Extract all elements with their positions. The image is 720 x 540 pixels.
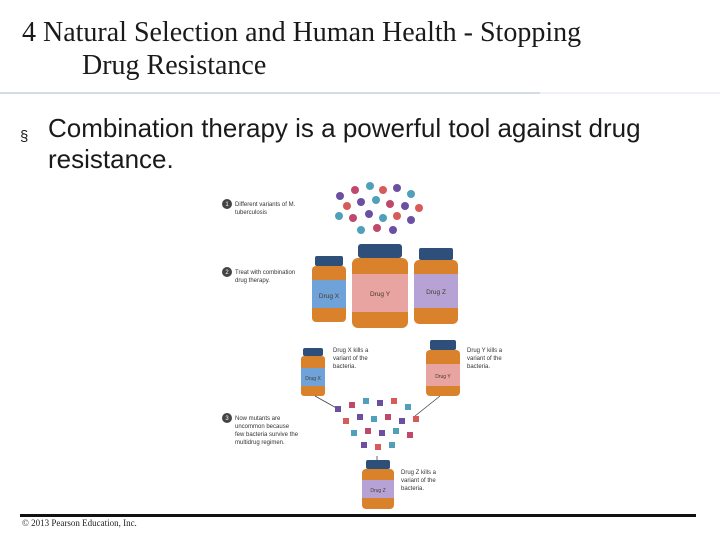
drug-z-kills-caption: Drug Z kills a variant of the bacteria. — [401, 470, 437, 492]
arrows — [315, 396, 440, 468]
slide-title: 4 Natural Selection and Human Health - S… — [22, 16, 702, 82]
step3-caption: 3 Now mutants are uncommon because few b… — [222, 413, 299, 446]
title-rule — [0, 92, 720, 94]
drug-z-small-bottle: Drug Z — [362, 460, 394, 509]
step2-line1: Treat with combination — [235, 270, 295, 276]
step2-caption: 2 Treat with combination drug therapy. — [222, 267, 295, 284]
drug-z-small-label: Drug Z — [370, 488, 385, 494]
step1-caption: 1 Different variants of M. tuberculosis — [222, 199, 296, 216]
drug-y-kills-caption: Drug Y kills a variant of the bacteria. — [467, 348, 503, 370]
bacteria-cluster-treated — [335, 398, 419, 450]
drug-z-bottle: Drug Z — [414, 248, 458, 324]
drug-x-kills-caption: Drug X kills a variant of the bacteria. — [333, 348, 369, 370]
drug-x-small-bottle: Drug X — [301, 348, 325, 396]
bullet-marker: § — [20, 121, 28, 152]
svg-text:multidrug regimen.: multidrug regimen. — [235, 440, 285, 446]
drug-y-small-bottle: Drug Y — [426, 340, 460, 396]
step1-line1: Different variants of M. — [235, 202, 296, 208]
svg-text:uncommon because: uncommon because — [235, 424, 290, 430]
svg-text:bacteria.: bacteria. — [401, 486, 424, 492]
drug-x-label: Drug X — [319, 293, 340, 300]
drug-x-bottle: Drug X — [312, 256, 346, 322]
drug-y-bottle: Drug Y — [352, 244, 408, 328]
svg-text:Drug Y kills a: Drug Y kills a — [467, 348, 503, 354]
svg-text:few bacteria survive the: few bacteria survive the — [235, 432, 299, 438]
drug-y-small-label: Drug Y — [435, 374, 451, 380]
svg-text:variant of the: variant of the — [333, 356, 368, 362]
svg-text:Drug X kills a: Drug X kills a — [333, 348, 369, 354]
svg-text:bacteria.: bacteria. — [333, 364, 356, 370]
svg-text:variant of the: variant of the — [467, 356, 502, 362]
bullet-item: § Combination therapy is a powerful tool… — [20, 113, 700, 175]
svg-text:variant of the: variant of the — [401, 478, 436, 484]
drug-x-small-label: Drug X — [305, 376, 321, 382]
drug-z-label: Drug Z — [426, 289, 446, 296]
step2-line2: drug therapy. — [235, 278, 270, 284]
combination-therapy-figure: 1 Different variants of M. tuberculosis … — [215, 178, 525, 514]
step1-line2: tuberculosis — [235, 210, 267, 216]
bacteria-cluster-initial — [335, 182, 423, 234]
footer-rule — [20, 514, 696, 517]
slide-title-line1: 4 Natural Selection and Human Health - S… — [22, 17, 581, 48]
svg-text:Drug Z kills a: Drug Z kills a — [401, 470, 437, 476]
copyright-text: © 2013 Pearson Education, Inc. — [22, 518, 137, 528]
drug-y-label: Drug Y — [370, 291, 391, 298]
slide-title-line2: Drug Resistance — [22, 49, 702, 82]
bullet-text: Combination therapy is a powerful tool a… — [20, 113, 700, 175]
svg-text:Now mutants are: Now mutants are — [235, 416, 281, 422]
svg-text:bacteria.: bacteria. — [467, 364, 490, 370]
